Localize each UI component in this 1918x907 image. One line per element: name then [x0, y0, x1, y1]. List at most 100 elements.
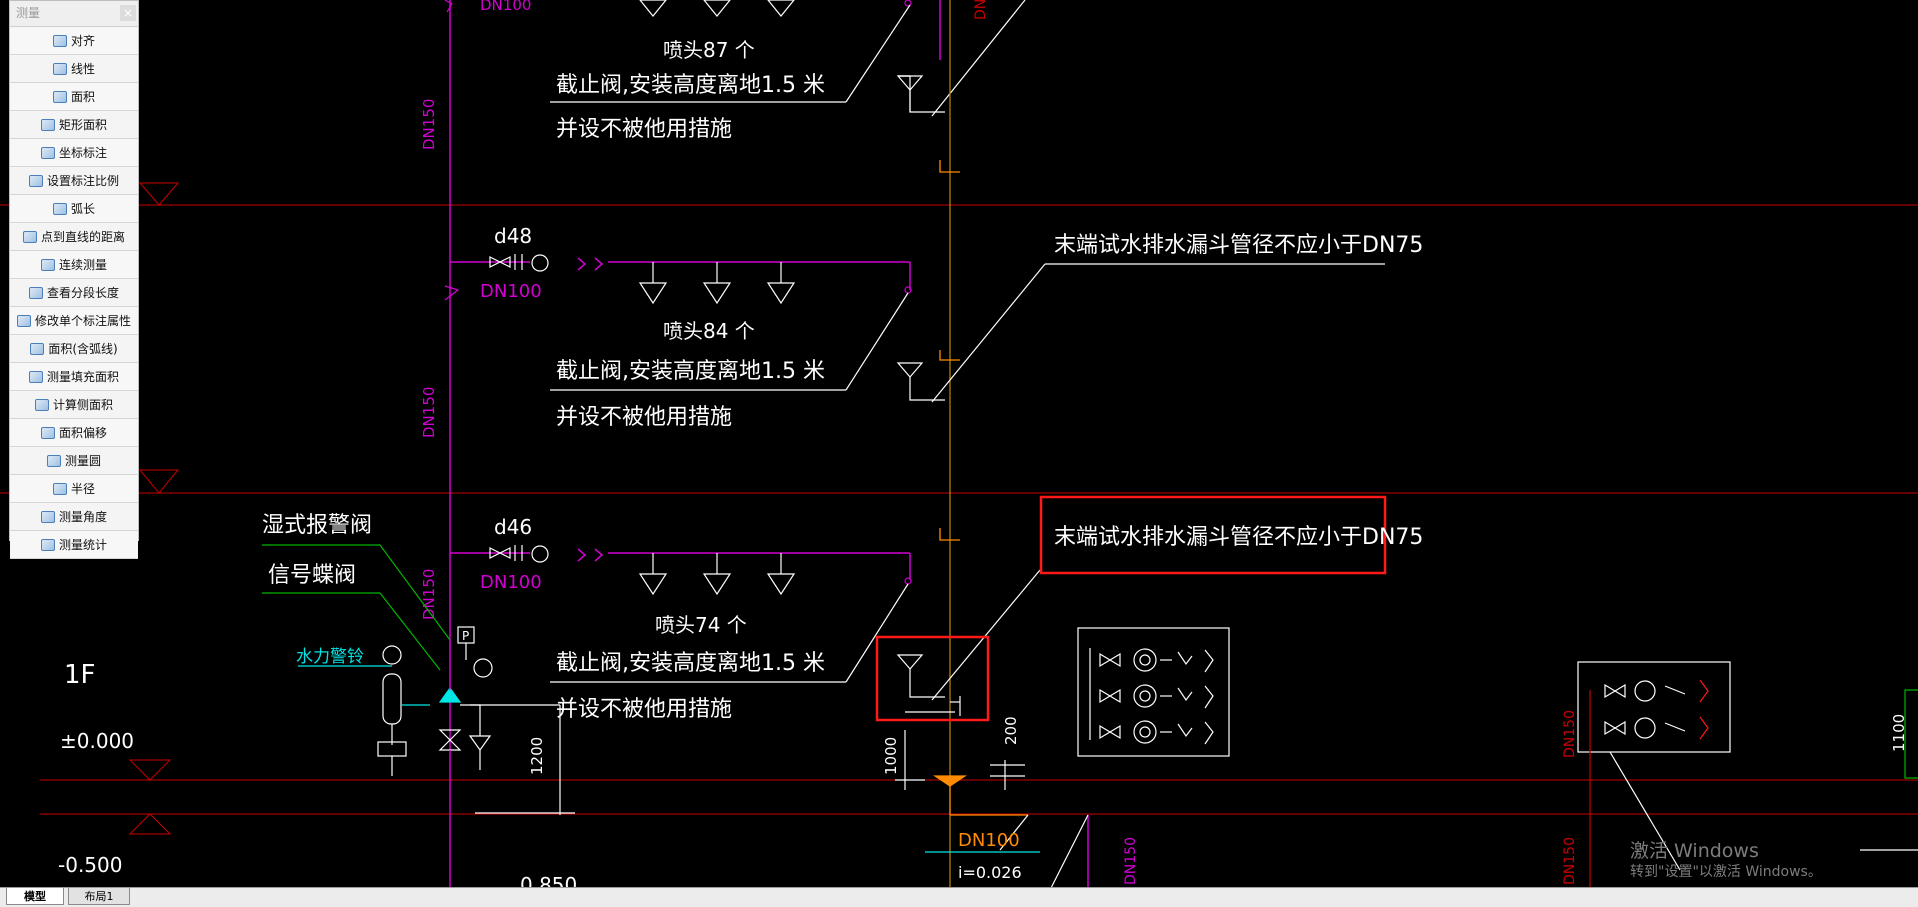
- cad-group-polyline-1: [444, 285, 460, 301]
- measure-tool-4[interactable]: 坐标标注: [10, 139, 138, 167]
- branch-1-polygon-0: [639, 0, 667, 17]
- cad-group-circle-17: [1139, 726, 1151, 738]
- measure-tool-label: 点到直线的距离: [40, 230, 125, 244]
- tab-model-label: 模型: [24, 890, 46, 903]
- measure-tool-0[interactable]: 对齐: [10, 27, 138, 55]
- d-label-3: d46: [494, 515, 532, 539]
- level-markers-polygon-0: [138, 182, 180, 206]
- cad-group-polyline-0: [939, 160, 960, 173]
- linear-dimension-icon: [52, 62, 67, 75]
- alarm-valve-station-circle-3: [382, 645, 402, 665]
- highlight-drain-note: [1039, 495, 1387, 575]
- measure-tool-label: 测量角度: [58, 510, 107, 524]
- dim-1100: 1100: [1890, 714, 1908, 752]
- activation-watermark: 激活 Windows 转到"设置"以激活 Windows。: [1630, 840, 1822, 881]
- measure-tool-10[interactable]: 修改单个标注属性: [10, 307, 138, 335]
- branch-1: [550, 0, 1026, 117]
- tab-layout1-label: 布局1: [84, 890, 114, 903]
- measure-tool-label: 弧长: [70, 202, 95, 216]
- radius-icon: [52, 482, 67, 495]
- exclusive-note-2: 并设不被他用措施: [556, 405, 732, 430]
- measure-tool-1[interactable]: 线性: [10, 55, 138, 83]
- right-dn150-a: DN150: [1562, 710, 1578, 758]
- cad-group-polygon-6: [702, 573, 732, 596]
- measure-tool-label: 测量圆: [64, 454, 101, 468]
- right-dn150-b: DN150: [1562, 837, 1578, 885]
- cad-group-polygon-7: [766, 282, 796, 305]
- elev-neg: -0.500: [58, 853, 122, 877]
- measure-tool-13[interactable]: 计算侧面积: [10, 391, 138, 419]
- branch-1-polyline-6: [898, 75, 945, 113]
- cad-group-polygon-7: [1099, 688, 1112, 704]
- cad-group-circle-2: [1133, 648, 1157, 672]
- cad-group-polygon-1: [498, 256, 511, 268]
- valve-box-2-circle-8: [1634, 717, 1656, 739]
- measure-tool-12[interactable]: 测量填充面积: [10, 363, 138, 391]
- measure-tool-11[interactable]: 面积(含弧线): [10, 335, 138, 363]
- hatch-area-icon: [28, 370, 43, 383]
- cad-group-circle-10: [1139, 690, 1151, 702]
- scale-icon: [28, 174, 43, 187]
- measure-panel-title-text: 测量: [16, 6, 41, 20]
- cad-group-polygon-1: [498, 547, 511, 559]
- cad-group-polyline-3: [577, 548, 587, 562]
- side-area-icon: [34, 398, 49, 411]
- valve-note-3: 截止阀,安装高度离地1.5 米: [556, 651, 825, 676]
- angle-icon: [40, 510, 55, 523]
- measure-tool-label: 测量统计: [58, 538, 107, 552]
- valve-box-2: [1577, 661, 1918, 890]
- measure-panel: 测量 × 对齐线性面积矩形面积坐标标注设置标注比例弧长点到直线的距离连续测量查看…: [9, 0, 139, 559]
- measure-tool-7[interactable]: 点到直线的距离: [10, 223, 138, 251]
- level-markers: [128, 182, 180, 835]
- cad-group-circle-9: [1133, 684, 1157, 708]
- pressure-symbol: P: [462, 629, 469, 643]
- cad-group: [489, 254, 1385, 403]
- cad-group: [444, 0, 460, 301]
- measure-tool-15[interactable]: 测量圆: [10, 447, 138, 475]
- coordinate-icon: [40, 146, 55, 159]
- measure-tool-9[interactable]: 查看分段长度: [10, 279, 138, 307]
- measure-tool-16[interactable]: 半径: [10, 475, 138, 503]
- alarm-valve-station-polygon-18: [468, 735, 492, 752]
- cad-group-polyline-20: [1204, 721, 1214, 745]
- main-riser: [449, 0, 1089, 890]
- close-icon[interactable]: ×: [120, 5, 136, 21]
- measure-tool-label: 面积(含弧线): [48, 342, 118, 356]
- d-label-2: d48: [494, 224, 532, 248]
- aligned-dimension-icon: [52, 34, 67, 47]
- cad-group: [939, 160, 960, 541]
- level-markers-polygon-3: [128, 813, 172, 835]
- highlight-test-valve: [875, 635, 990, 722]
- valve-box-2-circle-3: [1634, 680, 1656, 702]
- level-markers-polygon-2: [128, 759, 172, 781]
- measure-tool-3[interactable]: 矩形面积: [10, 111, 138, 139]
- measure-tool-17[interactable]: 测量角度: [10, 503, 138, 531]
- drain-funnel-line-10: [1049, 814, 1089, 890]
- water-alarm-bell-label: 水力警铃: [296, 647, 364, 667]
- cad-group-line-12: [845, 292, 909, 391]
- cad-group-polygon-14: [896, 362, 924, 378]
- cad-group-polygon-7: [766, 573, 796, 596]
- alarm-valve-station-polygon-9: [438, 686, 462, 703]
- measure-tool-8[interactable]: 连续测量: [10, 251, 138, 279]
- tab-layout1[interactable]: 布局1: [68, 888, 130, 905]
- riser-dn150-2: DN150: [420, 387, 438, 438]
- mid-dn150: DN150: [1123, 837, 1139, 885]
- measure-tool-label: 面积偏移: [58, 426, 107, 440]
- valve-box-2-line-12: [1609, 751, 1681, 871]
- branch-2: [450, 254, 1385, 403]
- tab-model[interactable]: 模型: [6, 888, 64, 905]
- measure-tool-14[interactable]: 面积偏移: [10, 419, 138, 447]
- measure-tool-18[interactable]: 测量统计: [10, 531, 138, 559]
- cad-group-polygon-1: [1108, 652, 1121, 668]
- measure-tool-2[interactable]: 面积: [10, 83, 138, 111]
- measure-panel-title: 测量 ×: [10, 1, 138, 27]
- drain-funnel-polygon-5: [933, 775, 967, 787]
- alarm-valve-station-polyline-17: [470, 704, 481, 736]
- nozzle-count-2: 喷头84 个: [663, 319, 755, 343]
- watermark-subtitle: 转到"设置"以激活 Windows。: [1630, 864, 1822, 880]
- measure-tool-6[interactable]: 弧长: [10, 195, 138, 223]
- measure-tool-5[interactable]: 设置标注比例: [10, 167, 138, 195]
- continuous-measure-icon: [40, 258, 55, 271]
